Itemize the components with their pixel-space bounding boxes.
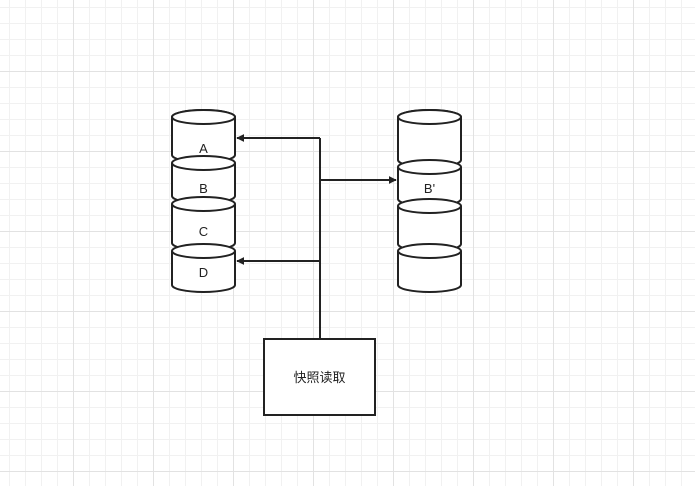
right-segment-2: B' <box>397 159 462 207</box>
left-database-stack: A B C D <box>171 109 236 293</box>
left-segment-label: B <box>199 181 208 196</box>
left-segment-label: C <box>199 224 208 239</box>
right-segment-4 <box>397 243 462 293</box>
left-segment-label: A <box>199 141 208 156</box>
right-database-stack: B' <box>397 109 462 293</box>
right-segment-1 <box>397 109 462 168</box>
snapshot-read-label: 快照读取 <box>293 371 345 386</box>
left-segment-c: C <box>171 196 236 251</box>
snapshot-read-box: 快照读取 <box>263 338 376 416</box>
connectors <box>236 134 397 339</box>
left-segment-b: B <box>171 155 236 204</box>
left-segment-a: A <box>171 109 236 163</box>
left-segment-d: D <box>171 243 236 293</box>
left-segment-label: D <box>199 265 208 280</box>
right-segment-label: B' <box>424 181 435 196</box>
